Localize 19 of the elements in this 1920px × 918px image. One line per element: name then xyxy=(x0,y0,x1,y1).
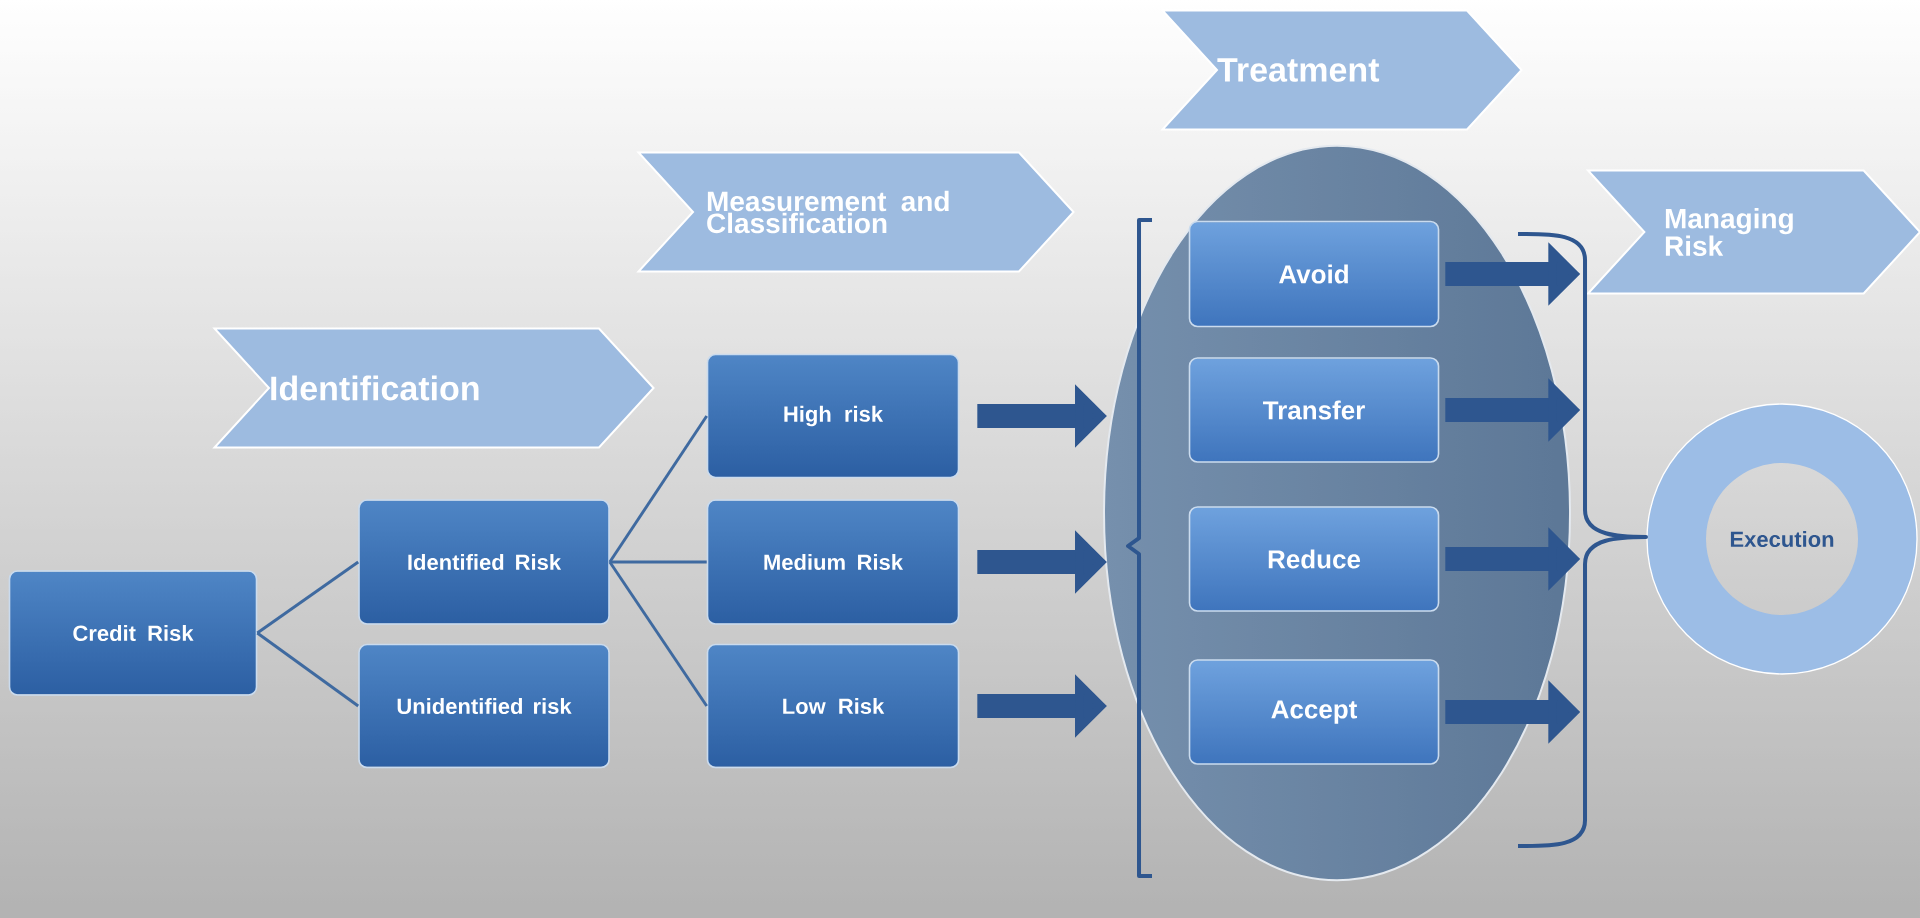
chevron-banner: Identification xyxy=(212,327,655,449)
process-box: High risk xyxy=(706,353,960,479)
connector-line xyxy=(256,560,360,635)
process-box: Accept xyxy=(1188,659,1440,765)
process-box: Avoid xyxy=(1188,220,1440,328)
process-box: Transfer xyxy=(1188,357,1440,463)
connector-line xyxy=(608,415,708,563)
connector-line xyxy=(608,561,708,707)
process-box: Low Risk xyxy=(706,643,960,769)
chevron-banner: Managing Risk xyxy=(1585,169,1920,295)
chevron-banner: Measurement and Classification xyxy=(636,151,1075,273)
process-box: Identified Risk xyxy=(358,499,610,625)
process-box: Credit Risk xyxy=(8,570,258,696)
chevron-banner: Treatment xyxy=(1160,9,1523,131)
process-box: Medium Risk xyxy=(706,499,960,625)
connector-line xyxy=(256,631,360,708)
connector-line xyxy=(609,560,707,564)
process-box: Reduce xyxy=(1188,506,1440,612)
process-box: Unidentified risk xyxy=(358,643,610,769)
